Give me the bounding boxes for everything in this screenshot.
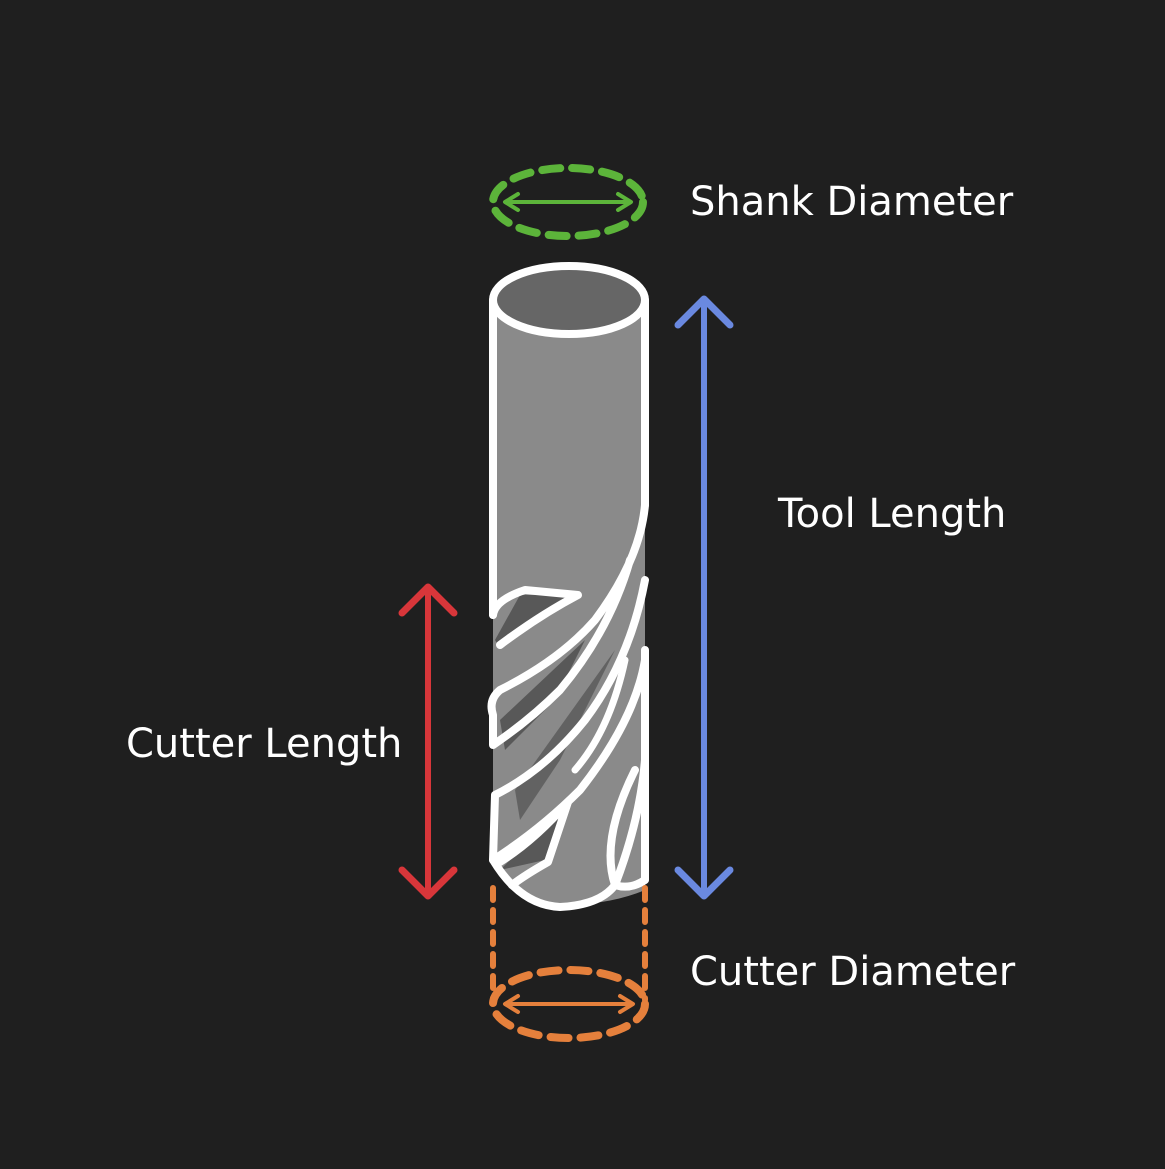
- tool-length-arrow-top: [674, 295, 734, 329]
- tool-length-indicator: [674, 295, 734, 900]
- cutter-length-indicator: [398, 583, 458, 900]
- cutter-length-arrow-top: [398, 583, 458, 617]
- cutter-diameter-arrow-left: [503, 994, 520, 1014]
- tool-top-face: [489, 262, 649, 338]
- cutter-diameter-ellipse: [489, 966, 649, 1042]
- end-mill-icon: [487, 262, 649, 911]
- flute-edge-5: [489, 766, 639, 911]
- flute-edge-2: [489, 586, 582, 649]
- shank-diameter-ellipse: [489, 164, 647, 240]
- flute-edge-3: [489, 576, 649, 864]
- tool-length-arrow-bottom: [674, 866, 734, 900]
- shank-diameter-indicator: [489, 164, 647, 240]
- flute-edge-6: [496, 798, 572, 889]
- shank-diameter-arrow-right: [616, 192, 633, 212]
- flute-edge-1: [487, 501, 649, 749]
- flute-cavity-3: [515, 650, 615, 820]
- cutter-diameter-arrow-right: [618, 994, 635, 1014]
- cutter-length-arrow-bottom: [398, 866, 458, 900]
- flute-edge-7: [571, 656, 629, 774]
- cutter-diameter-label: Cutter Diameter: [690, 949, 1016, 995]
- cutter-diameter-indicator: [489, 885, 649, 1042]
- shank-diameter-arrow-left: [503, 192, 520, 212]
- tool-length-label: Tool Length: [778, 491, 1007, 537]
- shank-diameter-label: Shank Diameter: [690, 179, 1014, 225]
- cutter-length-label: Cutter Length: [126, 721, 403, 767]
